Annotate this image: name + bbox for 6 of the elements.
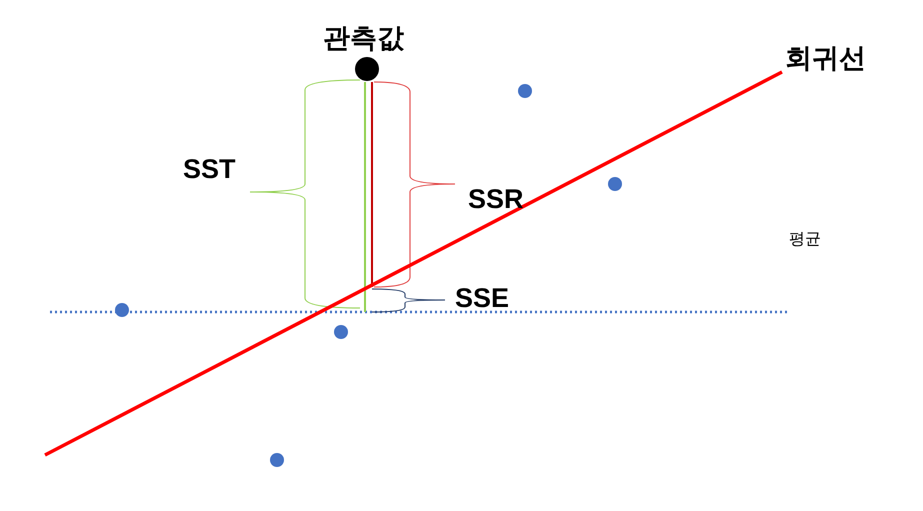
text-label: 평균	[789, 232, 821, 248]
text-label: SSR	[468, 186, 524, 213]
text-label: 회귀선	[785, 45, 866, 72]
text-label: SSE	[455, 285, 510, 312]
text-label: 관측값	[323, 25, 404, 52]
text-label: SST	[183, 156, 236, 183]
